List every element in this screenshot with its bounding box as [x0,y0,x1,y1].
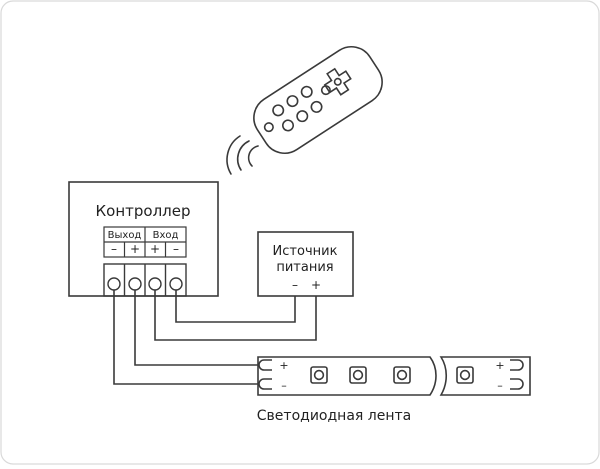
wire-input-minus [175,290,296,323]
wire-output-plus [134,290,263,366]
led-strip-right-minus: – [497,379,503,392]
led-strip-pad-left-minus [258,378,272,390]
led-strip-pad-right-minus [510,378,524,390]
wire-output-minus [113,290,263,385]
led-strip-right-plus: + [495,359,504,372]
remote-control-icon [253,45,383,155]
controller-output-label: Выход [108,230,142,241]
remote-button [310,100,323,113]
controller-terminal-labels [103,226,187,258]
power-supply-minus: – [292,278,298,292]
power-supply-title-line1: Источник [273,244,338,259]
led-strip [257,356,531,396]
led-chip-icon [393,366,411,384]
controller-title: Контроллер [96,202,191,220]
led-strip-pad-right-plus [510,359,524,371]
power-supply-box: Источник питания – + [257,231,354,297]
remote-button [263,122,274,133]
remote-button [272,104,285,117]
controller-input-minus: – [173,242,179,256]
power-supply-plus: + [311,278,321,292]
controller-output-minus: – [111,242,117,256]
wires [113,290,317,385]
led-strip-pad-left-plus [258,359,272,371]
remote-button [296,110,309,123]
controller-output-plus: + [130,242,140,256]
led-chip-icon [310,366,328,384]
controller-input-plus: + [150,242,160,256]
remote-button [320,85,331,96]
power-supply-body [257,231,354,297]
led-chip-icon [349,366,367,384]
remote-dpad-icon [323,67,352,96]
remote-button [282,119,295,132]
led-strip-left-minus: – [281,379,287,392]
controller-body [68,181,219,297]
controller-input-label: Вход [153,230,179,241]
remote-body [253,45,383,155]
remote-dpad-center [333,77,342,86]
wire-input-plus [154,290,317,341]
remote-button [300,85,313,98]
led-strip-caption: Светодиодная лента [257,408,411,424]
controller-box: Контроллер Выход Вход – + + – [68,181,219,297]
led-strip-left-plus: + [279,359,288,372]
led-strip-segment-left [257,356,437,396]
power-supply-title-line2: питания [276,260,333,275]
led-chip-icon [456,366,474,384]
remote-button [286,95,299,108]
ir-signal-waves-icon [226,135,259,175]
